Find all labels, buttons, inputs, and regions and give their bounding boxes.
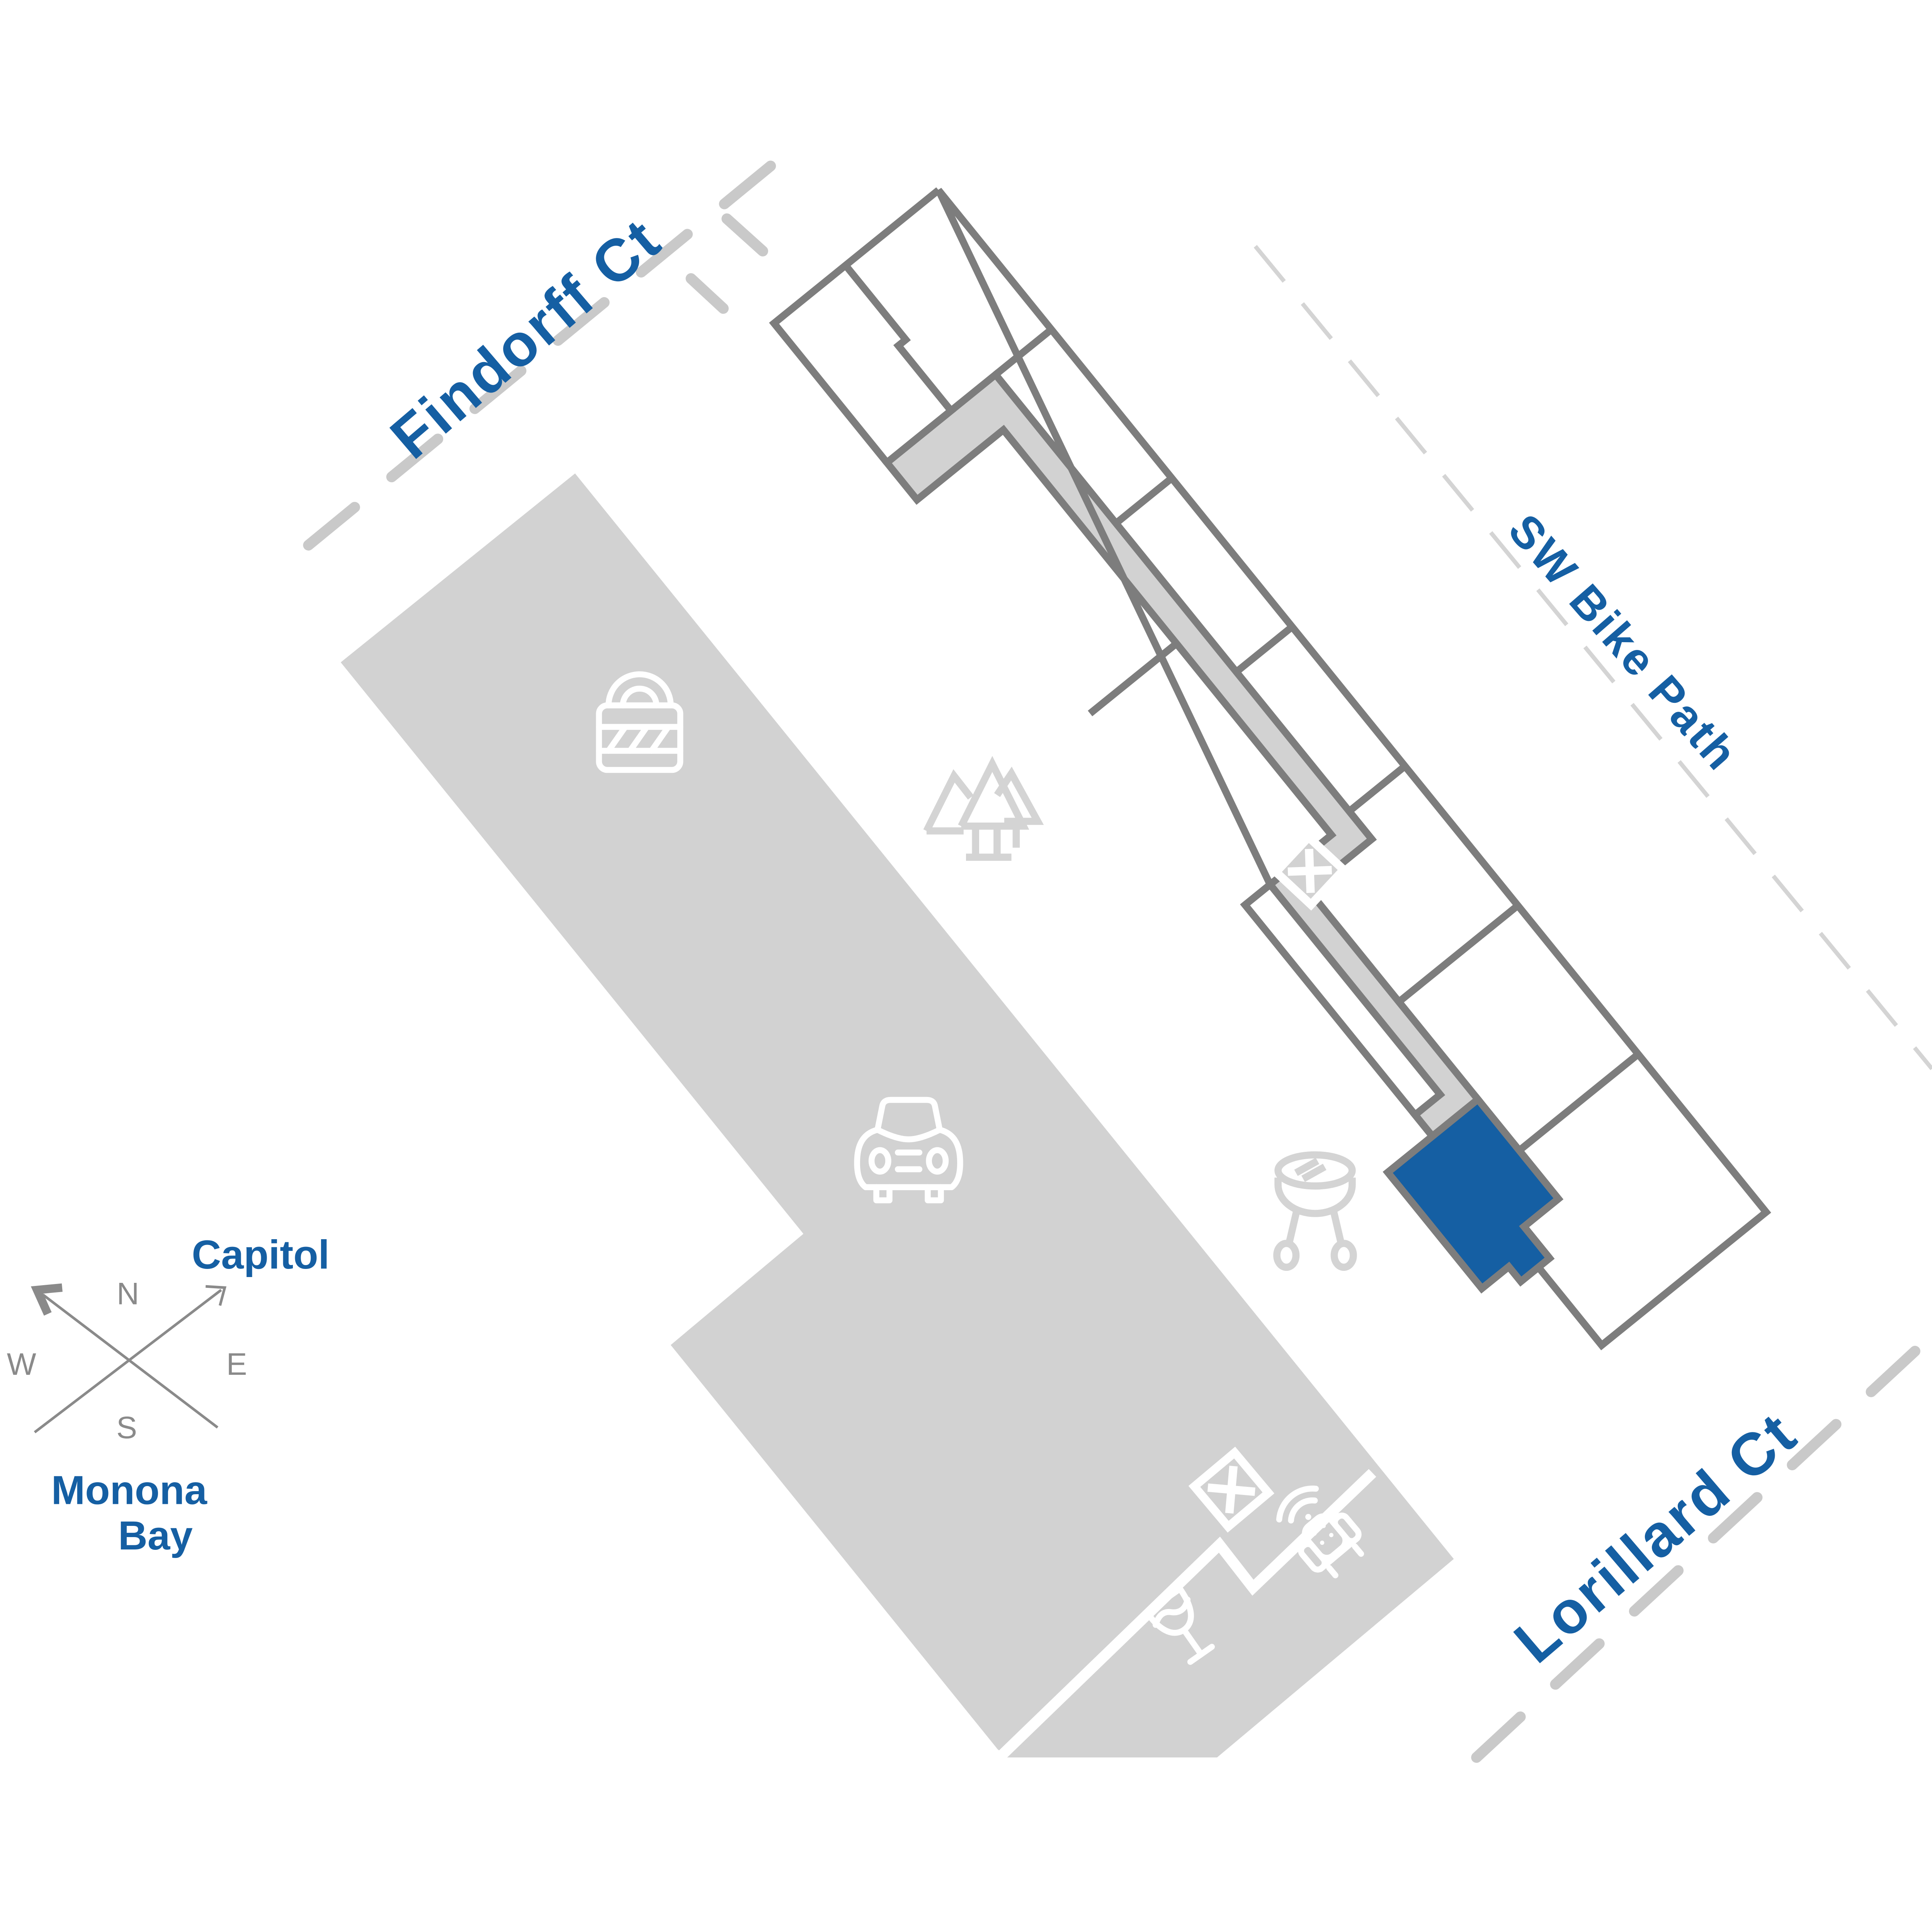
street-corner-dash-1 xyxy=(721,213,768,257)
unit-wall-7 xyxy=(1517,1051,1641,1153)
stairs-x-icon-amenity xyxy=(1188,1447,1275,1533)
compass-west: W xyxy=(7,1347,36,1382)
sw-bike-path-label: SW Bike Path xyxy=(1499,505,1748,781)
compass-north: N xyxy=(117,1277,139,1311)
compass-south: S xyxy=(116,1410,137,1445)
unit-wall-6 xyxy=(1396,903,1520,1005)
car-icon xyxy=(854,1097,963,1204)
unit-wall-1 xyxy=(843,263,956,466)
wine-glass-icon xyxy=(1143,1586,1215,1665)
unit-wall-8 xyxy=(1088,641,1179,716)
lock-icon xyxy=(596,671,684,773)
unit-wall-3 xyxy=(1114,475,1174,526)
lorillard-ct-label: Lorillard Ct xyxy=(1502,1399,1809,1676)
monona-bay-label-line2: Bay xyxy=(118,1513,193,1558)
unit-wall-4 xyxy=(1234,624,1294,675)
grill-icon xyxy=(1273,1151,1357,1271)
stairs-x-icon-building xyxy=(1270,831,1350,911)
parking-strip-area xyxy=(340,473,1454,1758)
compass-east: E xyxy=(226,1347,247,1382)
amenity-cut-1 xyxy=(810,1611,1003,1762)
unit-wall-2 xyxy=(993,327,1054,378)
massage-chair-wifi-icon xyxy=(1276,1485,1364,1578)
selected-unit[interactable] xyxy=(1383,1094,1584,1303)
lorillard-ct-street-line xyxy=(1471,1330,1932,1763)
street-corner-dash-2 xyxy=(685,273,729,314)
compass: N W E S xyxy=(7,1277,247,1446)
unit-wall-5 xyxy=(1347,763,1407,814)
sw-bike-path-line xyxy=(1253,245,1932,1070)
amenity-cut-2 xyxy=(995,1469,1376,1762)
building xyxy=(769,187,1771,1350)
findorff-ct-label: Findorff Ct xyxy=(378,205,673,471)
trees-icon xyxy=(923,756,1044,861)
monona-bay-label-line1: Monona xyxy=(51,1468,208,1513)
capitol-label: Capitol xyxy=(192,1232,329,1277)
